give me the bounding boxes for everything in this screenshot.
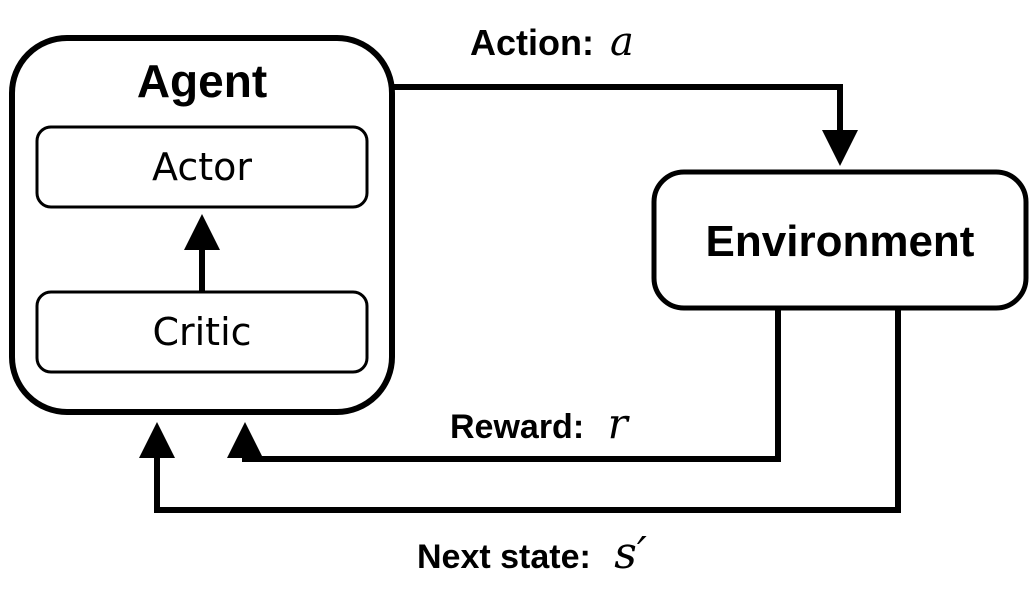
actor-box: [35, 125, 369, 209]
actor-label: Actor: [152, 145, 252, 189]
next-state-arrow: [139, 308, 901, 513]
action-symbol: a: [610, 19, 634, 65]
critic-label: Critic: [152, 310, 251, 354]
reward-label-text: Reward:: [450, 408, 584, 446]
action-label-text: Action:: [470, 22, 594, 63]
environment-title: Environment: [706, 217, 975, 266]
next-state-label-text: Next state:: [417, 538, 591, 576]
reward-symbol: r: [608, 399, 631, 448]
action-arrow: [392, 84, 858, 166]
agent-title: Agent: [137, 55, 267, 107]
next-state-symbol: s′: [614, 528, 647, 579]
reward-label: Reward: r: [450, 399, 631, 448]
action-label: Action: a: [470, 19, 634, 65]
environment-box: [651, 169, 1029, 311]
next-state-label: Next state: s′: [417, 528, 647, 579]
reward-arrow: [227, 308, 781, 462]
